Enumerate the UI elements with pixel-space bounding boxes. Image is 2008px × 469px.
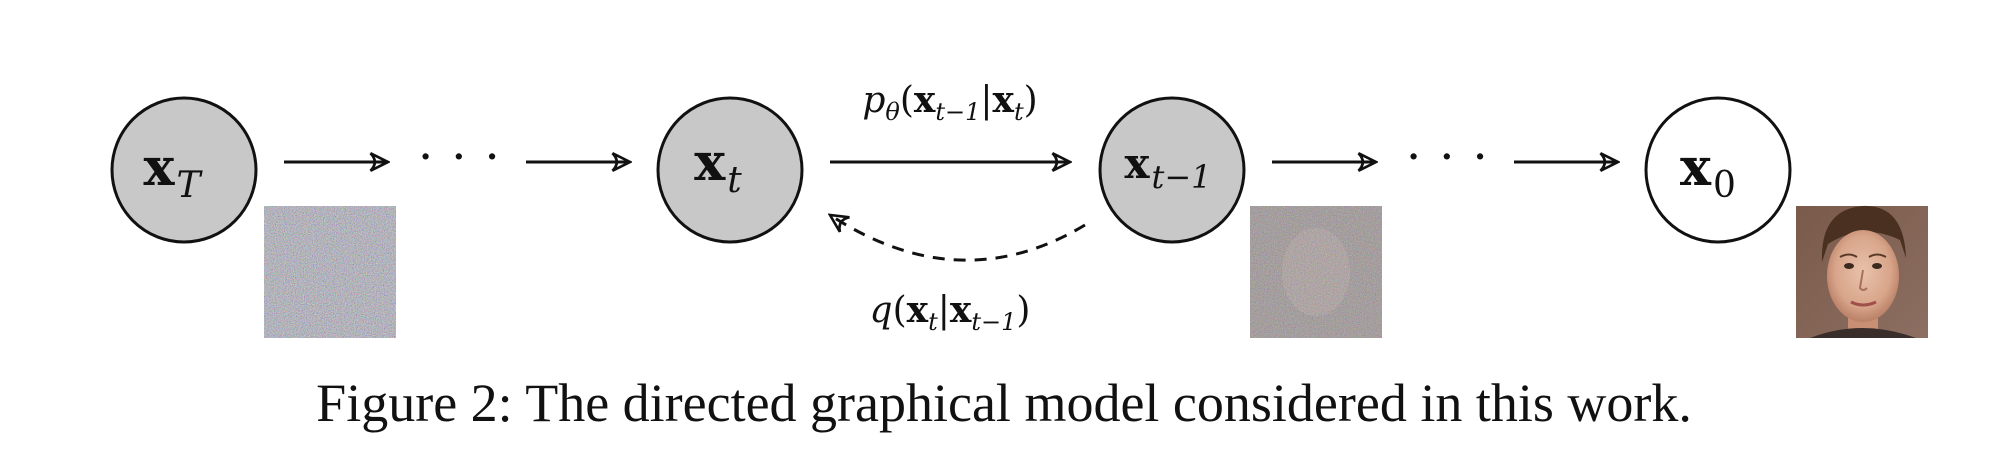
caption-label: Figure 2: <box>316 373 513 433</box>
ellipsis-right: ··· <box>1406 129 1506 185</box>
node-xt1: xt−1 <box>1098 96 1246 244</box>
figure-caption: Figure 2: The directed graphical model c… <box>0 372 2008 434</box>
thumbnail-noise-face <box>1250 206 1382 338</box>
svg-text:xt: xt <box>694 132 742 201</box>
node-xT: xT <box>110 96 258 244</box>
svg-text:xt−1: xt−1 <box>1124 139 1211 196</box>
reverse-edge-label: q(xt|xt−1) <box>870 289 1031 336</box>
thumbnail-noise-full <box>264 206 396 338</box>
svg-text:xT: xT <box>143 137 203 206</box>
forward-edge-label: pθ(xt−1|xt) <box>862 79 1037 126</box>
node-xt: xt <box>656 96 804 244</box>
ellipsis-left: ··· <box>418 129 518 185</box>
arrow-xt1-to-xt-dashed <box>830 215 1086 262</box>
node-x0: x0 <box>1644 96 1792 244</box>
thumbnail-clean-face <box>1796 205 1928 338</box>
caption-text: The directed graphical model considered … <box>525 373 1692 433</box>
svg-text:x0: x0 <box>1680 137 1736 206</box>
